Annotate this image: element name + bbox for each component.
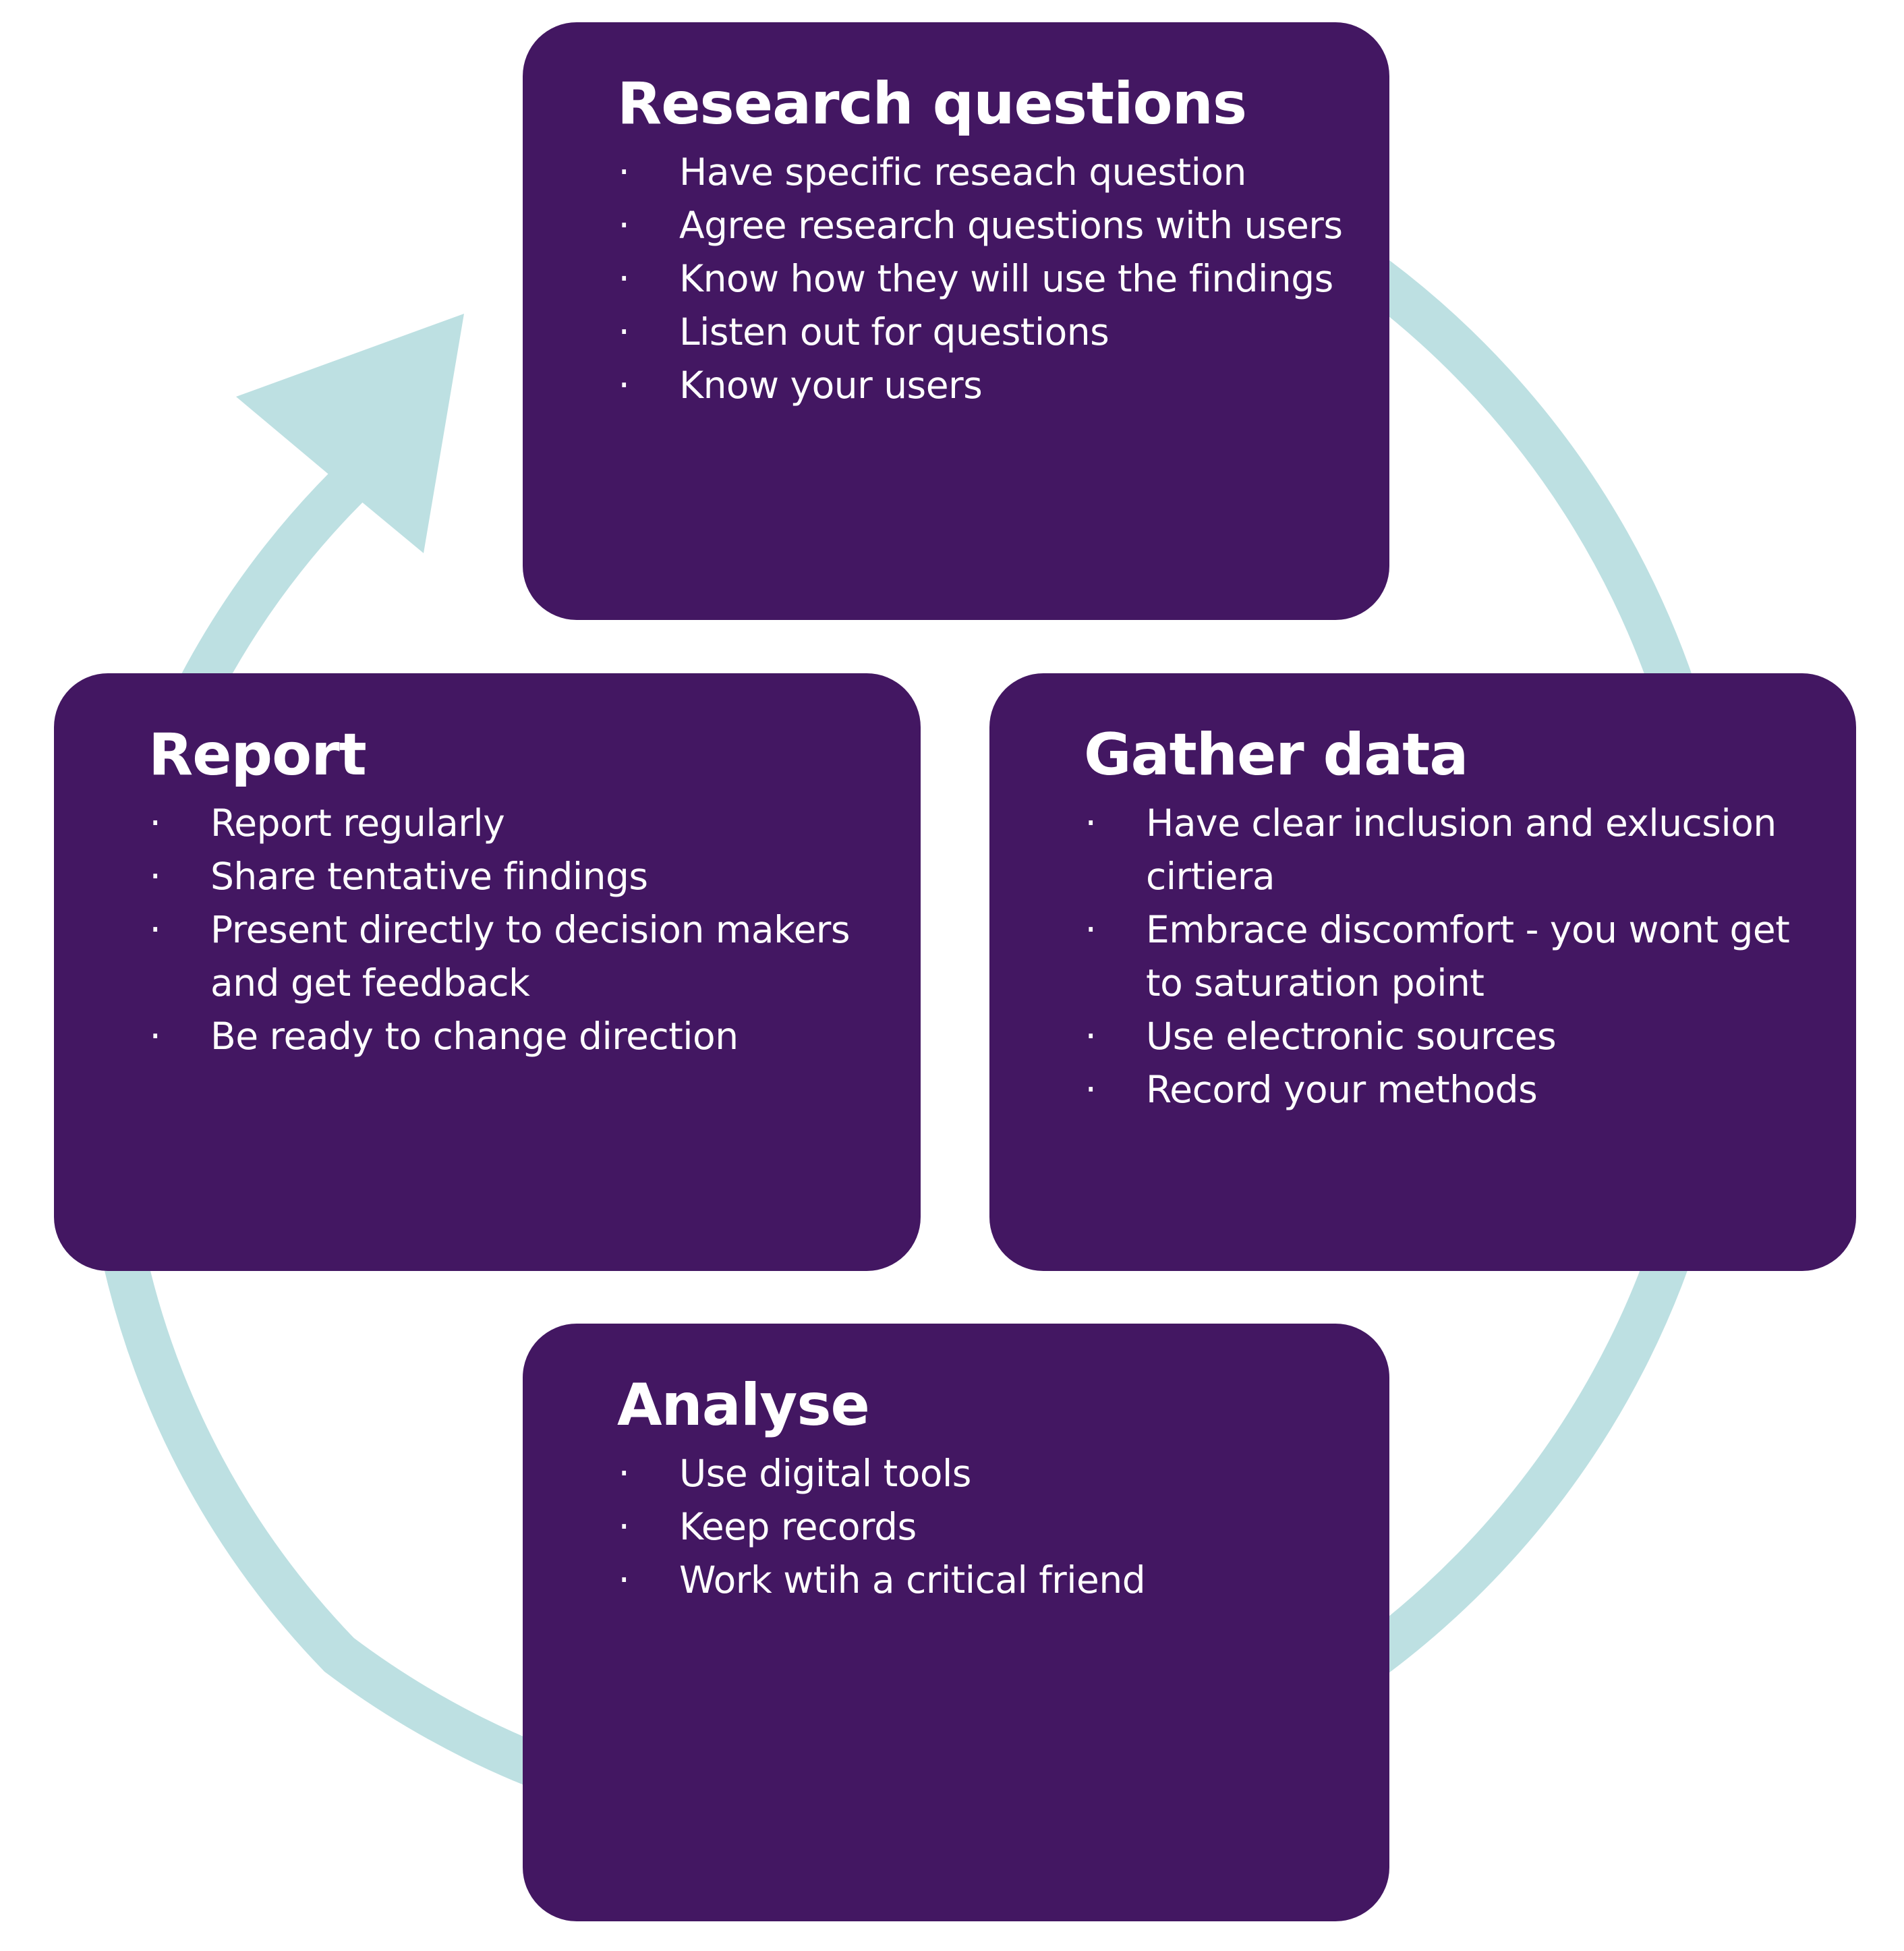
stage-list: · Use digital tools · Keep records · Work w… bbox=[617, 1447, 1349, 1607]
stage-title: Analyse bbox=[617, 1372, 870, 1439]
list-item: · Know your users bbox=[617, 359, 1349, 412]
stage-card-research-questions: Research questions · Have specific reseac… bbox=[523, 22, 1389, 620]
bullet-icon: · bbox=[1085, 1067, 1097, 1111]
stage-list: · Have specific reseach question · Agree r… bbox=[617, 146, 1349, 412]
bullet-icon: · bbox=[618, 363, 630, 407]
bullet-icon: · bbox=[618, 1558, 630, 1602]
list-item-text: Use electronic sources bbox=[1146, 1014, 1557, 1058]
list-item-text: Agree research questions with users bbox=[679, 203, 1343, 247]
stage-card-gather-data: Gather data · Have clear inclusion and ex… bbox=[989, 673, 1856, 1271]
bullet-icon: · bbox=[618, 1504, 630, 1548]
stage-list: · Report regularly · Share tentative findi… bbox=[148, 797, 880, 1063]
bullet-icon: · bbox=[618, 256, 630, 300]
list-item: · Present directly to decision makers and… bbox=[148, 903, 880, 1010]
bullet-icon: · bbox=[1085, 907, 1097, 951]
stage-card-report: Report · Report regularly · Share tentativ… bbox=[54, 673, 921, 1271]
stage-card-analyse: Analyse · Use digital tools · Keep records… bbox=[523, 1324, 1389, 1921]
bullet-icon: · bbox=[149, 854, 161, 898]
list-item: · Agree research questions with users bbox=[617, 199, 1349, 252]
stage-title: Research questions bbox=[617, 70, 1247, 138]
list-item-text: Embrace discomfort - you wont get to sat… bbox=[1146, 907, 1790, 1005]
list-item-text: Listen out for questions bbox=[679, 310, 1109, 354]
bullet-icon: · bbox=[1085, 1014, 1097, 1058]
list-item-text: Have clear inclusion and exlucsion cirti… bbox=[1146, 801, 1777, 898]
list-item-text: Present directly to decision makers and … bbox=[210, 907, 850, 1005]
list-item-text: Be ready to change direction bbox=[210, 1014, 739, 1058]
bullet-icon: · bbox=[618, 203, 630, 247]
list-item: · Have specific reseach question bbox=[617, 146, 1349, 199]
bullet-icon: · bbox=[149, 801, 161, 845]
bullet-icon: · bbox=[149, 1014, 161, 1058]
list-item: · Report regularly bbox=[148, 797, 880, 850]
list-item-text: Record your methods bbox=[1146, 1067, 1538, 1111]
list-item: · Work wtih a critical friend bbox=[617, 1554, 1349, 1607]
list-item-text: Use digital tools bbox=[679, 1451, 971, 1495]
list-item: · Have clear inclusion and exlucsion cirt… bbox=[1084, 797, 1816, 903]
list-item: · Listen out for questions bbox=[617, 306, 1349, 359]
list-item: · Embrace discomfort - you wont get to sa… bbox=[1084, 903, 1816, 1010]
bullet-icon: · bbox=[1085, 801, 1097, 845]
cycle-arrowhead-icon bbox=[236, 314, 464, 553]
stage-title: Gather data bbox=[1084, 721, 1468, 789]
stage-list: · Have clear inclusion and exlucsion cirt… bbox=[1084, 797, 1816, 1116]
list-item: · Know how they will use the findings bbox=[617, 252, 1349, 306]
list-item-text: Know your users bbox=[679, 363, 983, 407]
bullet-icon: · bbox=[149, 907, 161, 951]
list-item-text: Keep records bbox=[679, 1504, 917, 1548]
list-item-text: Work wtih a critical friend bbox=[679, 1558, 1146, 1602]
list-item: · Keep records bbox=[617, 1500, 1349, 1554]
list-item: · Share tentative findings bbox=[148, 850, 880, 903]
list-item: · Use electronic sources bbox=[1084, 1010, 1816, 1063]
list-item-text: Report regularly bbox=[210, 801, 505, 845]
stage-title: Report bbox=[148, 721, 367, 789]
list-item: · Use digital tools bbox=[617, 1447, 1349, 1500]
list-item-text: Know how they will use the findings bbox=[679, 256, 1333, 300]
list-item-text: Have specific reseach question bbox=[679, 150, 1246, 194]
list-item: · Record your methods bbox=[1084, 1063, 1816, 1116]
list-item: · Be ready to change direction bbox=[148, 1010, 880, 1063]
bullet-icon: · bbox=[618, 1451, 630, 1495]
list-item-text: Share tentative findings bbox=[210, 854, 648, 898]
bullet-icon: · bbox=[618, 310, 630, 354]
bullet-icon: · bbox=[618, 150, 630, 194]
